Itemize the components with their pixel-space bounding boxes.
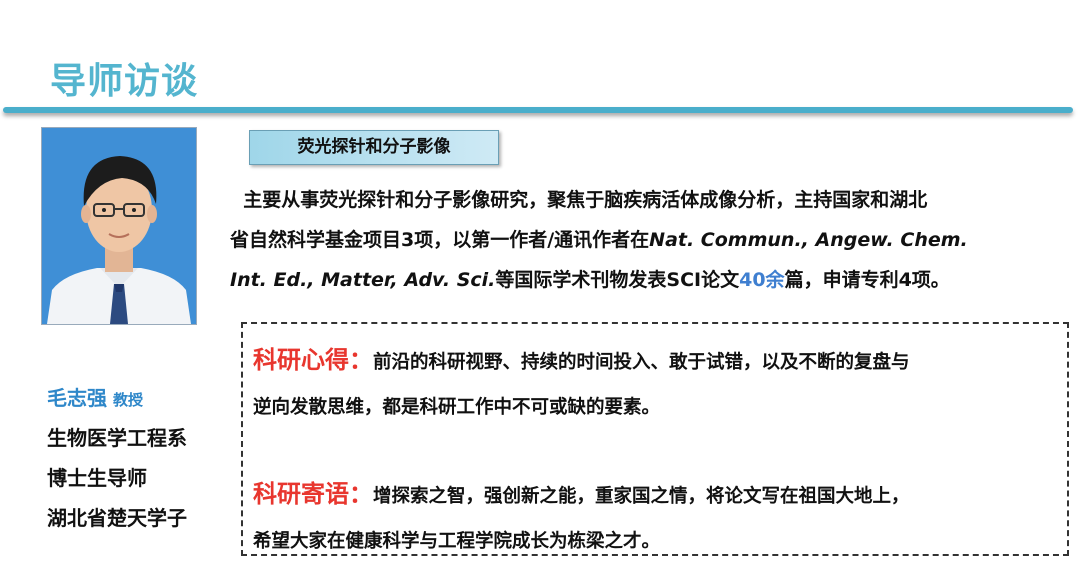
research-topic-badge: 荧光探针和分子影像: [249, 130, 499, 165]
profile-name-line: 毛志强教授: [47, 378, 187, 418]
page-title: 导师访谈: [50, 61, 199, 102]
advisor-honor: 湖北省楚天学子: [47, 506, 187, 530]
intro-text-3: 等国际学术刊物发表SCI论文: [495, 269, 740, 291]
profile-info: 毛志强教授 生物医学工程系 博士生导师 湖北省楚天学子: [47, 378, 187, 538]
experience-line-1: 科研心得：前沿的科研视野、持续的时间投入、敢于试错，以及不断的复盘与: [253, 338, 1063, 385]
research-intro: 主要从事荧光探针和分子影像研究，聚焦于脑疾病活体成像分析，主持国家和湖北 省自然…: [230, 180, 1070, 300]
advisor-rank: 教授: [113, 391, 144, 409]
intro-text-1: 主要从事荧光探针和分子影像研究，聚焦于脑疾病活体成像分析，主持国家和湖北: [243, 189, 928, 211]
experience-label: 科研心得：: [253, 346, 373, 374]
intro-line-1: 主要从事荧光探针和分子影像研究，聚焦于脑疾病活体成像分析，主持国家和湖北: [230, 180, 1070, 220]
advisor-department: 生物医学工程系: [47, 426, 187, 450]
quote-box: 科研心得：前沿的科研视野、持续的时间投入、敢于试错，以及不断的复盘与 逆向发散思…: [241, 322, 1069, 556]
journal-list-2: Int. Ed., Matter, Adv. Sci.: [230, 269, 496, 291]
message-line-2: 希望大家在健康科学与工程学院成长为栋梁之才。: [253, 531, 661, 552]
advisor-role: 博士生导师: [47, 466, 147, 490]
journal-list-1: Nat. Commun., Angew. Chem.: [649, 229, 968, 251]
portrait-photo: [41, 127, 197, 325]
research-message: 科研寄语：增探索之智，强创新之能，重家国之情，将论文写在祖国大地上， 希望大家在…: [253, 472, 1063, 564]
message-line-1: 科研寄语：增探索之智，强创新之能，重家国之情，将论文写在祖国大地上，: [253, 472, 1063, 519]
research-experience: 科研心得：前沿的科研视野、持续的时间投入、敢于试错，以及不断的复盘与 逆向发散思…: [253, 338, 1063, 430]
intro-text-4: 篇，申请专利4项。: [784, 269, 950, 291]
experience-text-1: 前沿的科研视野、持续的时间投入、敢于试错，以及不断的复盘与: [373, 352, 910, 373]
advisor-name: 毛志强: [47, 386, 107, 410]
message-label: 科研寄语：: [253, 480, 373, 508]
title-divider: [3, 107, 1073, 113]
intro-line-3: Int. Ed., Matter, Adv. Sci.等国际学术刊物发表SCI论…: [230, 260, 1070, 300]
intro-line-2: 省自然科学基金项目3项，以第一作者/通讯作者在Nat. Commun., Ang…: [230, 220, 1070, 260]
paper-count: 40余: [739, 269, 785, 291]
intro-text-2: 省自然科学基金项目3项，以第一作者/通讯作者在: [230, 229, 650, 251]
message-text-1: 增探索之智，强创新之能，重家国之情，将论文写在祖国大地上，: [373, 486, 910, 507]
experience-line-2: 逆向发散思维，都是科研工作中不可或缺的要素。: [253, 397, 661, 418]
